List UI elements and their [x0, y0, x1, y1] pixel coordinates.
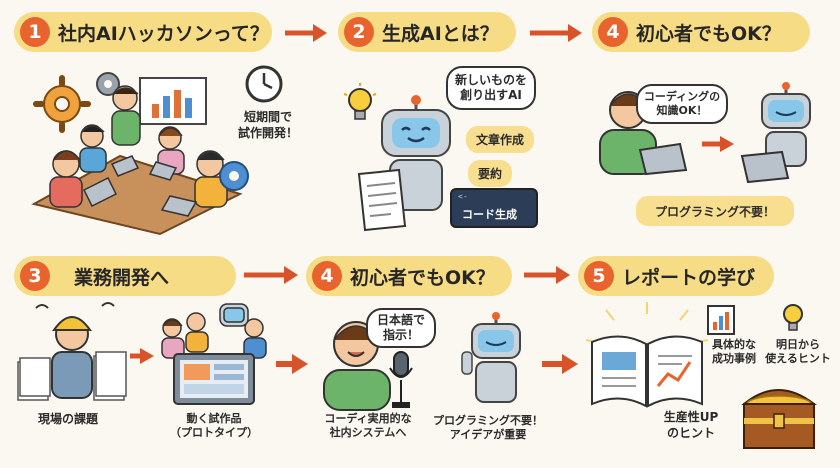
- code-prompt: <-: [458, 192, 468, 201]
- section-title: レポートの学び: [622, 266, 756, 289]
- arrow-right-icon: [530, 24, 582, 42]
- beginner-person-illustration: [599, 91, 688, 176]
- label-productivity: 生産性UP のヒント: [663, 410, 719, 440]
- gear-icon: [33, 75, 91, 133]
- microphone-icon: [389, 351, 413, 408]
- arrow-right-icon: [276, 354, 308, 374]
- knowledge-speech-bubble: コーディングの 知識OK！: [636, 84, 728, 124]
- section-header-2: 2 生成AIとは？: [338, 12, 516, 52]
- ai-speech-bubble: 新しいものを 創り出すAI: [446, 66, 536, 110]
- arrow-right-icon: [130, 348, 154, 364]
- team-illustration: [31, 72, 249, 236]
- prototype-team-illustration: [161, 303, 267, 405]
- document-icon: [357, 168, 407, 232]
- section-header-4: 3 業務開発へ: [14, 256, 236, 296]
- tag-writing: 文章作成: [466, 126, 535, 153]
- label-success-cases: 具体的な 成功事例: [712, 338, 756, 366]
- stressed-worker-illustration: [17, 302, 127, 401]
- lightbulb-icon: [783, 304, 803, 331]
- step-number: 2: [344, 17, 374, 47]
- arrow-right-icon: [542, 354, 578, 374]
- whiteboard-chart-icon: [139, 77, 207, 125]
- treasure-chest-icon: [741, 389, 817, 449]
- caption-field-issues: 現場の課題: [37, 412, 98, 426]
- code-window: <- コード生成: [450, 188, 538, 228]
- step-number: 4: [312, 261, 342, 291]
- caption-prototype: 動く試作品 （プロトタイプ）: [170, 412, 258, 440]
- section-title: 社内AIハッカソンって？: [58, 22, 269, 45]
- gear-icon: [219, 161, 249, 191]
- caption-internal-system: コーディ実用的な 社内システムへ: [324, 412, 412, 440]
- arrow-right-icon: [244, 266, 298, 284]
- robot-icon: [381, 95, 451, 211]
- section-title: 初心者でもOK？: [350, 266, 495, 289]
- no-programming-banner: プログラミング不要！: [636, 196, 794, 226]
- tag-code: コード生成: [462, 208, 517, 221]
- step-number: 1: [20, 17, 50, 47]
- clock-icon: [245, 65, 283, 103]
- arrow-right-icon: [524, 266, 570, 284]
- step-number: 4: [598, 17, 628, 47]
- caption-idea-important: プログラミング不要！ アイデアが重要: [433, 414, 543, 442]
- section-header-5: 4 初心者でもOK？: [306, 256, 512, 296]
- section-title: 業務開発へ: [74, 266, 170, 289]
- arrow-right-icon: [285, 24, 327, 42]
- arrow-right-icon: [702, 136, 734, 152]
- robot-icon: [740, 82, 811, 184]
- section-title: 生成AIとは？: [382, 22, 499, 45]
- instruct-speech-bubble: 日本語で 指示！: [366, 308, 436, 348]
- gear-icon: [96, 72, 120, 96]
- robot-icon: [461, 312, 521, 403]
- step-number: 3: [20, 261, 50, 291]
- tag-summary: 要約: [468, 160, 513, 187]
- clock-caption: 短期間で 試作開発！: [237, 110, 298, 140]
- section-header-1: 1 社内AIハッカソンって？: [14, 12, 272, 52]
- step-number: 5: [584, 261, 614, 291]
- label-tomorrow-hints: 明日から 使えるヒント: [765, 338, 831, 366]
- section-header-6: 5 レポートの学び: [578, 256, 774, 296]
- open-book-icon: [585, 302, 709, 408]
- report-chart-icon: [707, 305, 735, 335]
- section-title: 初心者でもOK？: [636, 22, 781, 45]
- section-header-3: 4 初心者でもOK？: [592, 12, 810, 52]
- lightbulb-icon: [343, 83, 377, 120]
